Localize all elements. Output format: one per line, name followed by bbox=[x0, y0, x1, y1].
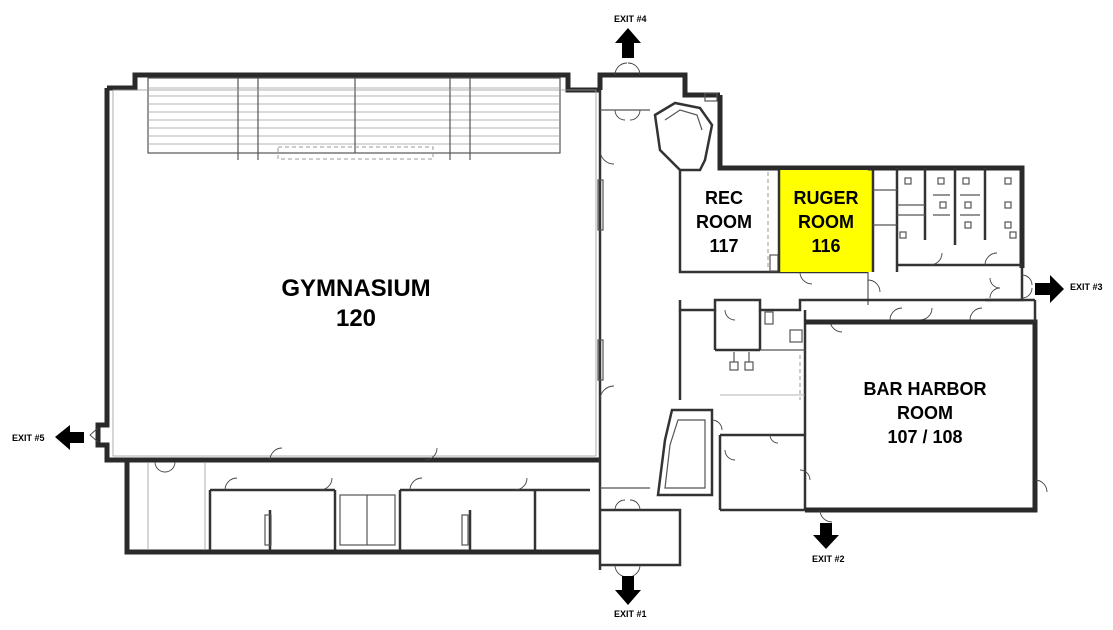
bar-harbor-label: BAR HARBOR ROOM 107 / 108 bbox=[864, 379, 987, 447]
ruger-room-name-line1: RUGER bbox=[793, 188, 858, 208]
ruger-room-number: 116 bbox=[811, 236, 840, 256]
rec-room-number: 117 bbox=[709, 236, 738, 256]
exit-1: EXIT #1 bbox=[614, 576, 647, 619]
exit-5-label: EXIT #5 bbox=[12, 433, 45, 443]
down-arrow-icon bbox=[615, 576, 641, 605]
exit-1-label: EXIT #1 bbox=[614, 609, 647, 619]
ruger-room-label: RUGER ROOM 116 bbox=[793, 188, 858, 256]
gymnasium-area bbox=[89, 72, 615, 570]
bar-harbor-room-walls bbox=[805, 300, 1048, 523]
gymnasium-name: GYMNASIUM bbox=[281, 275, 430, 302]
right-arrow-icon bbox=[1035, 275, 1064, 303]
bar-harbor-name-line1: BAR HARBOR bbox=[864, 379, 987, 399]
restroom-block bbox=[868, 165, 1025, 272]
locker-wing bbox=[124, 461, 600, 555]
up-arrow-icon bbox=[615, 28, 641, 58]
ruger-room-name-line2: ROOM bbox=[798, 212, 854, 232]
central-corridor bbox=[597, 62, 720, 578]
rec-room-name-line2: ROOM bbox=[696, 212, 752, 232]
bar-harbor-number: 107 / 108 bbox=[887, 427, 962, 447]
rec-room-label: REC ROOM 117 bbox=[696, 188, 752, 256]
exit-3-label: EXIT #3 bbox=[1070, 282, 1103, 292]
exit-2-label: EXIT #2 bbox=[812, 554, 845, 564]
exit-4-label: EXIT #4 bbox=[614, 14, 647, 24]
equipment-markers bbox=[729, 352, 754, 371]
exit-3: EXIT #3 bbox=[1035, 275, 1103, 303]
bar-harbor-name-line2: ROOM bbox=[897, 403, 953, 423]
bleachers bbox=[147, 77, 561, 160]
down-arrow-icon bbox=[813, 523, 839, 549]
rec-room-name-line1: REC bbox=[705, 188, 743, 208]
gymnasium-label: GYMNASIUM 120 bbox=[281, 275, 430, 332]
service-rooms bbox=[656, 298, 1035, 512]
exit-5: EXIT #5 bbox=[12, 425, 84, 450]
ruger-walls bbox=[777, 168, 875, 285]
gymnasium-number: 120 bbox=[336, 305, 376, 332]
left-arrow-icon bbox=[55, 425, 84, 450]
exit-2: EXIT #2 bbox=[812, 523, 845, 564]
ruger-room-highlight bbox=[779, 170, 873, 272]
exit-4: EXIT #4 bbox=[614, 14, 647, 58]
